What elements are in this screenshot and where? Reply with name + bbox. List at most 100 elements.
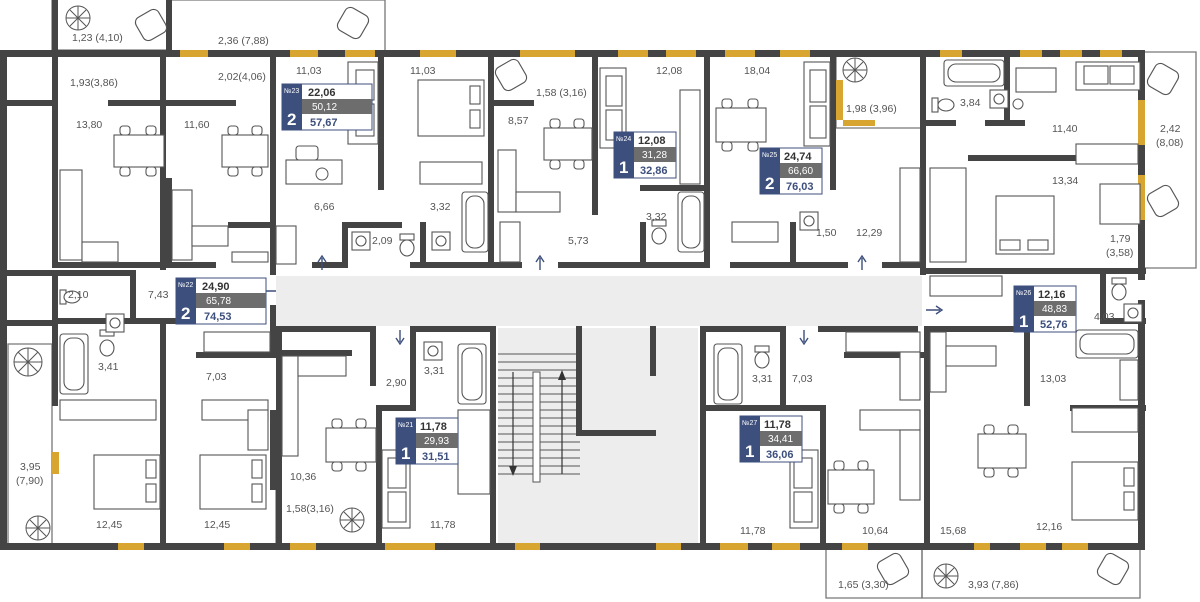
apartment-badge[interactable]: №25 2 24,74 66,60 76,03 (759, 147, 823, 195)
wardrobe (59, 89, 1139, 495)
sofa (381, 449, 411, 529)
living-room-area: 24,74 (784, 151, 812, 163)
bed (93, 454, 161, 510)
room-count: 2 (765, 174, 774, 193)
room-label: 12,45 (204, 519, 230, 531)
room-label: 7,03 (792, 373, 813, 385)
apartment-number: №23 (284, 88, 299, 95)
total-area: 52,76 (1040, 319, 1068, 331)
apartment-number: №26 (1016, 290, 1031, 297)
dining-table (977, 424, 1027, 478)
room-count: 2 (287, 110, 296, 129)
living-area: 48,83 (1042, 304, 1067, 315)
bed (995, 195, 1055, 255)
room-label: 11,78 (430, 519, 456, 531)
room-label: 7,43 (148, 289, 169, 301)
room-label: (3,58) (1106, 247, 1133, 259)
room-label: 2,09 (372, 235, 393, 247)
room-label: 5,73 (568, 235, 589, 247)
room-count: 1 (401, 444, 410, 463)
living-area: 65,78 (206, 296, 231, 307)
apartment-badge[interactable]: №21 1 11,78 29,93 31,51 (395, 417, 459, 465)
living-room-area: 22,06 (308, 87, 336, 99)
toilet (59, 97, 1127, 369)
living-area: 66,60 (788, 166, 813, 177)
room-label: 8,57 (508, 115, 529, 127)
apartment-badge[interactable]: №23 2 22,06 50,12 57,67 (281, 83, 373, 131)
apartment-badge[interactable]: №27 1 11,78 34,41 36,06 (739, 415, 803, 463)
dining-table (221, 125, 269, 177)
total-area: 74,53 (204, 311, 232, 323)
sink (105, 89, 1143, 361)
room-label: (7,90) (16, 475, 43, 487)
bed (1071, 461, 1139, 521)
living-room-area: 11,78 (420, 421, 447, 433)
apartment-badge[interactable]: №24 1 12,08 31,28 32,86 (613, 131, 677, 179)
room-label: 13,34 (1052, 175, 1078, 187)
living-room-area: 24,90 (202, 281, 230, 293)
room-label: 3,41 (98, 361, 119, 373)
room-label: 2,90 (386, 377, 407, 389)
room-label: 3,31 (752, 373, 773, 385)
armchair (134, 6, 1180, 586)
living-room-area: 11,78 (764, 419, 791, 431)
room-label: 1,58 (3,16) (536, 87, 587, 99)
apartment-badge[interactable]: №22 2 24,90 65,78 74,53 (175, 277, 267, 325)
room-area-labels: 1,23 (4,10) 2,36 (7,88) 1,93(3,86) 2,02(… (16, 32, 1183, 591)
room-label: 11,03 (410, 65, 436, 77)
room-label: 2,36 (7,88) (218, 35, 269, 47)
furniture (13, 5, 1180, 589)
common-corridor (276, 276, 922, 326)
desk (285, 67, 1141, 225)
living-area: 31,28 (642, 150, 667, 161)
room-label: 1,93(3,86) (70, 77, 118, 89)
bed (417, 79, 485, 137)
room-label: 3,32 (430, 201, 451, 213)
room-label: 18,04 (744, 65, 770, 77)
room-label: 10,64 (862, 525, 888, 537)
room-count: 1 (1019, 312, 1028, 331)
room-label: 3,32 (646, 211, 667, 223)
entrance-arrows (258, 254, 944, 346)
stairwell (498, 328, 698, 548)
room-label: 3,93 (7,86) (968, 579, 1019, 591)
room-label: 11,03 (296, 65, 322, 77)
room-label: 1,65 (3,30) (838, 579, 889, 591)
bathtub (677, 191, 705, 253)
plant (13, 5, 1024, 589)
living-room-area: 12,16 (1038, 289, 1066, 301)
room-label: 1,79 (1110, 233, 1131, 245)
bathtub (713, 343, 743, 405)
dining-table (113, 125, 165, 177)
room-label: 3,95 (20, 461, 41, 473)
apartment-badge[interactable]: №26 1 12,16 48,83 52,76 (1013, 285, 1077, 333)
dining-table (715, 98, 767, 152)
room-label: 11,60 (184, 119, 210, 131)
bed (199, 454, 267, 510)
room-label: 7,03 (206, 371, 227, 383)
sofa (1075, 61, 1141, 91)
total-area: 31,51 (422, 451, 450, 463)
bathtub (943, 59, 1005, 87)
room-count: 1 (745, 442, 754, 461)
room-label: 10,36 (290, 471, 316, 483)
room-count: 2 (181, 304, 190, 323)
living-area: 34,41 (768, 434, 793, 445)
room-label: 1,98 (3,96) (846, 103, 897, 115)
room-label: 15,68 (940, 525, 966, 537)
total-area: 57,67 (310, 117, 338, 129)
room-label: 11,40 (1052, 123, 1078, 135)
dining-table (543, 118, 593, 170)
room-label: 3,84 (960, 97, 981, 109)
room-label: 3,31 (424, 365, 445, 377)
room-label: 13,03 (1040, 373, 1066, 385)
room-label: 1,23 (4,10) (72, 32, 123, 44)
room-label: 12,16 (1036, 521, 1062, 533)
dining-table (827, 460, 875, 514)
room-label: 11,78 (740, 525, 766, 537)
windows (52, 50, 1145, 550)
apartment-number: №21 (398, 422, 413, 429)
sofa (789, 449, 819, 529)
total-area: 32,86 (640, 165, 668, 177)
